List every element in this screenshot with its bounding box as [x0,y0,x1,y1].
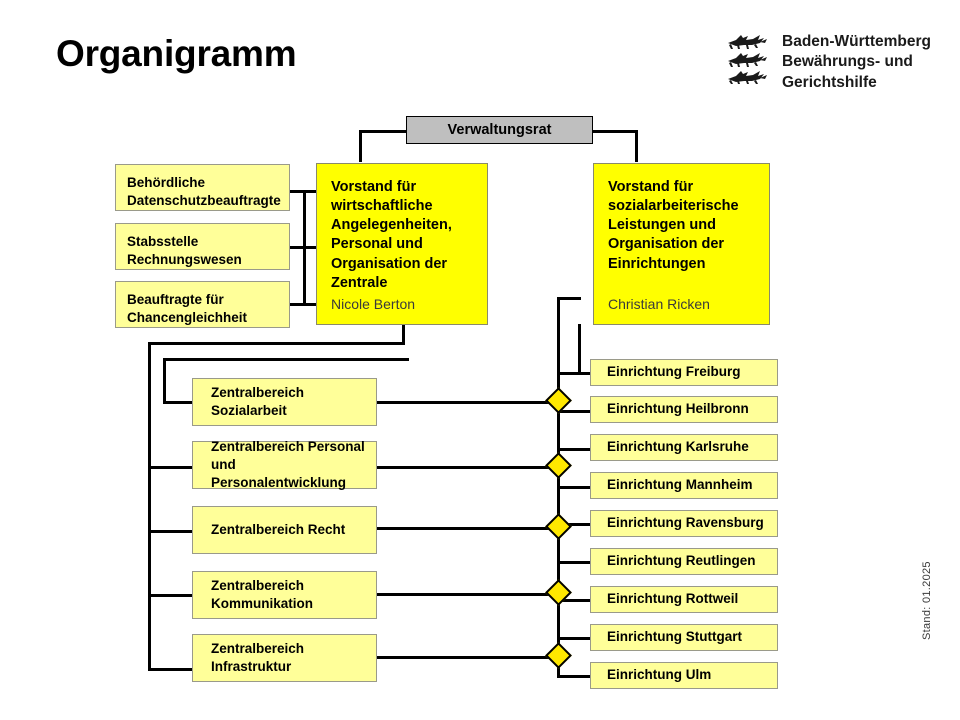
connector-dept-3-in [148,530,197,533]
node-dept-kommunikation[interactable]: Zentralbereich Kommunikation [192,571,377,619]
node-facility-freiburg[interactable]: Einrichtung Freiburg [590,359,778,386]
connector-dept-2-out [376,466,558,469]
node-staff-datenschutz[interactable]: Behördliche Datenschutzbeauftragte [115,164,290,211]
node-facility-freiburg-label: Einrichtung Freiburg [607,364,741,380]
brand-lockup: Baden-Württemberg Bewährungs- und Gerich… [722,31,931,93]
node-dept-kommunikation-label: Zentralbereich Kommunikation [211,577,314,611]
node-facility-heilbronn-label: Einrichtung Heilbronn [607,401,749,417]
connector-dept-1-out [376,401,558,404]
connector-council-right-arm [590,130,638,133]
connector-facility-6 [557,561,593,564]
connector-dept-trunk-inner-top [163,358,409,361]
connector-dept-4-in [148,594,197,597]
node-facility-ravensburg[interactable]: Einrichtung Ravensburg [590,510,778,537]
connector-dept-trunk-outer [148,342,151,670]
junction-5-icon [545,642,572,669]
node-staff-rechnungswesen-label: Stabsstelle Rechnungswesen [127,234,242,267]
node-dept-sozialarbeit[interactable]: Zentralbereich Sozialarbeit [192,378,377,426]
connector-staff-spine [303,190,306,306]
node-staff-rechnungswesen[interactable]: Stabsstelle Rechnungswesen [115,223,290,270]
junction-2-icon [545,452,572,479]
node-dept-personal[interactable]: Zentralbereich Personal und Personalentw… [192,438,377,491]
node-facility-rottweil[interactable]: Einrichtung Rottweil [590,586,778,613]
node-dept-infrastruktur-label: Zentralbereich Infrastruktur [211,640,305,674]
connector-facility-5 [557,523,593,526]
connector-dept-1-in [163,401,197,404]
connector-board-right-drop [578,324,581,372]
node-vorstand-sozialarbeit-title: Vorstand für sozialarbeiterische Leistun… [608,179,739,272]
node-staff-chancengleichheit[interactable]: Beauftragte für Chancengleichheit [115,281,290,328]
node-facility-heilbronn[interactable]: Einrichtung Heilbronn [590,396,778,423]
connector-facility-2 [557,410,593,413]
node-verwaltungsrat[interactable]: Verwaltungsrat [406,116,593,144]
connector-council-left-drop [359,130,362,162]
connector-council-right-drop [635,130,638,162]
node-dept-sozialarbeit-label: Zentralbereich Sozialarbeit [211,384,305,418]
connector-facility-1 [557,372,593,375]
junction-3-icon [545,513,572,540]
connector-facility-4 [557,486,593,489]
connector-facility-3 [557,448,593,451]
connector-facility-7 [557,599,593,602]
brand-line-2: Bewährungs- und [782,53,913,71]
node-staff-datenschutz-label: Behördliche Datenschutzbeauftragte [127,175,281,208]
node-staff-chancengleichheit-label: Beauftragte für Chancengleichheit [127,292,248,325]
connector-board-left-drop [402,324,405,344]
connector-dept-4-out [376,593,558,596]
brand-text: Baden-Württemberg Bewährungs- und Gerich… [782,31,931,93]
node-facility-ravensburg-label: Einrichtung Ravensburg [607,515,764,531]
node-facility-stuttgart[interactable]: Einrichtung Stuttgart [590,624,778,651]
node-dept-recht-label: Zentralbereich Recht [211,521,346,537]
node-facility-stuttgart-label: Einrichtung Stuttgart [607,629,742,645]
node-facility-reutlingen[interactable]: Einrichtung Reutlingen [590,548,778,575]
node-verwaltungsrat-label: Verwaltungsrat [447,122,552,138]
connector-dept-2-in [148,466,197,469]
connector-dept-trunk-inner [163,358,166,404]
brand-line-1: Baden-Württemberg [782,33,931,50]
node-facility-ulm-label: Einrichtung Ulm [607,667,712,683]
connector-dept-5-out [376,656,558,659]
connector-facility-8 [557,637,593,640]
status-note: Stand: 01.2025 [921,561,933,640]
connector-board-right-arm [557,297,581,300]
node-facility-karlsruhe[interactable]: Einrichtung Karlsruhe [590,434,778,461]
node-vorstand-wirtschaft-person: Nicole Berton [331,296,416,312]
node-facility-mannheim-label: Einrichtung Mannheim [607,477,753,493]
connector-council-left-arm [359,130,409,133]
node-dept-personal-label: Zentralbereich Personal und Personalentw… [211,438,365,491]
node-dept-infrastruktur[interactable]: Zentralbereich Infrastruktur [192,634,377,682]
connector-dept-5-in [148,668,197,671]
connector-board-left-to-trunk [148,342,405,345]
brand-line-3: Gerichtshilfe [782,73,877,91]
node-vorstand-wirtschaft[interactable]: Vorstand für wirtschaftliche Angelegenhe… [316,163,488,325]
page-title: Organigramm [56,33,297,74]
node-vorstand-wirtschaft-title: Vorstand für wirtschaftliche Angelegenhe… [331,179,452,291]
node-facility-rottweil-label: Einrichtung Rottweil [607,591,739,607]
node-dept-recht[interactable]: Zentralbereich Recht [192,506,377,554]
node-facility-mannheim[interactable]: Einrichtung Mannheim [590,472,778,499]
connector-dept-3-out [376,527,558,530]
node-vorstand-sozialarbeit[interactable]: Vorstand für sozialarbeiterische Leistun… [593,163,770,325]
node-facility-karlsruhe-label: Einrichtung Karlsruhe [607,439,749,455]
three-lions-coat-of-arms-icon [728,35,767,84]
node-facility-ulm[interactable]: Einrichtung Ulm [590,662,778,689]
connector-facility-9 [557,675,593,678]
node-vorstand-sozialarbeit-person: Christian Ricken [608,296,710,312]
node-facility-reutlingen-label: Einrichtung Reutlingen [607,553,756,569]
